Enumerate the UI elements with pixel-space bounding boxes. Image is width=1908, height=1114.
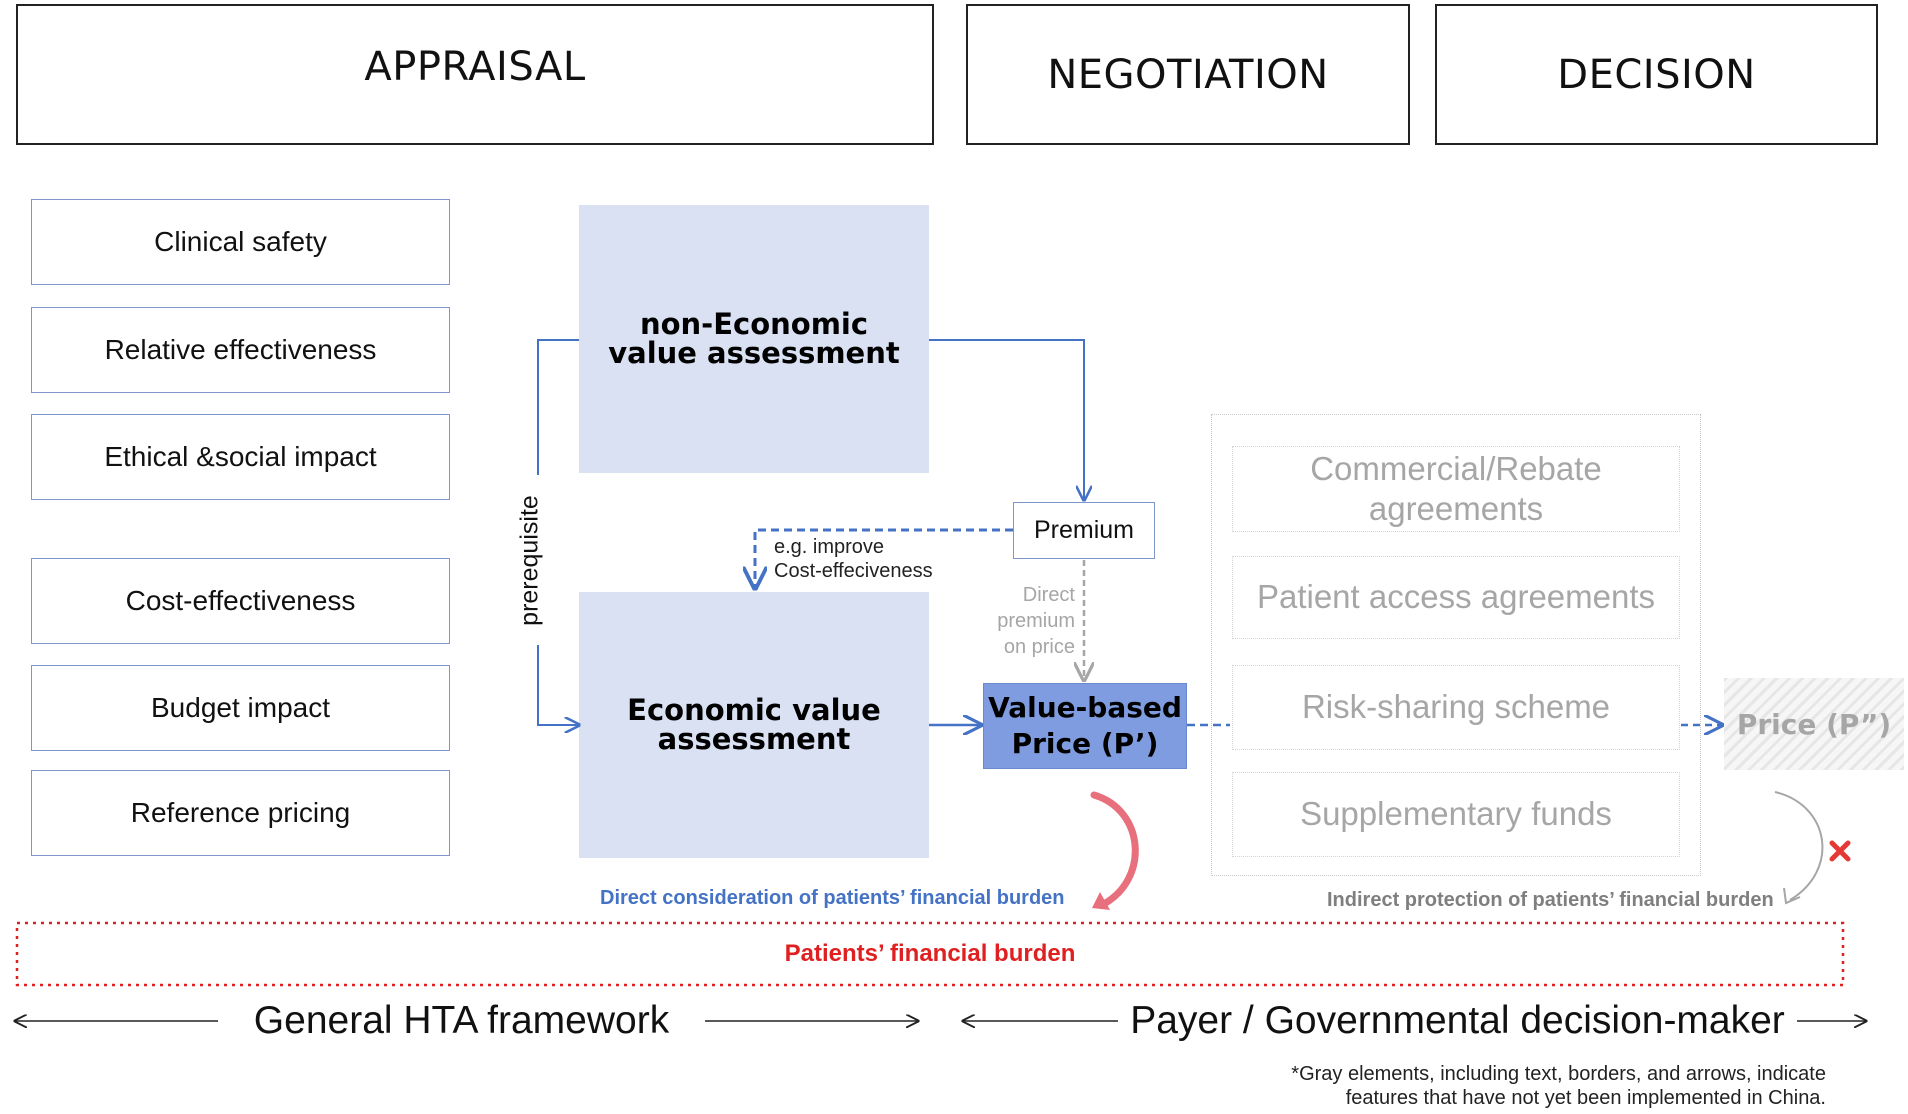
non-economic-value-assessment: non-Economic value assessment [579,205,929,473]
criterion-ethical-social-impact: Ethical &social impact [31,414,450,500]
improve-cost-effectiveness-label: e.g. improve Cost-effeciveness [774,536,933,583]
decision-header: DECISION [1435,4,1878,145]
criterion-reference-pricing: Reference pricing [31,770,450,856]
economic-value-assessment: Economic value assessment [579,592,929,858]
not-implemented-x-icon [1829,840,1851,862]
indirect-protection-arrowhead [1783,887,1801,905]
agreement-risk-sharing: Risk-sharing scheme [1232,665,1680,750]
criterion-budget-impact: Budget impact [31,665,450,751]
financial-burden-label: Patients’ financial burden [784,940,1076,967]
agreement-commercial-rebate: Commercial/Rebate agreements [1232,446,1680,532]
prerequisite-connector-bottom [537,645,579,725]
agreements-container [1211,414,1701,876]
direct-consideration-arrowhead [1092,892,1110,910]
payer-label: Payer / Governmental decision-maker [1118,993,1797,1049]
appraisal-header: APPRAISAL [16,4,934,145]
value-based-price-box: Value-based Price (P’) [983,683,1187,769]
agreement-supplementary-funds: Supplementary funds [1232,772,1680,857]
footnote: *Gray elements, including text, borders,… [1291,1063,1826,1109]
criterion-clinical-safety: Clinical safety [31,199,450,285]
premium-to-economic-arrow [755,528,1013,588]
criterion-relative-effectiveness: Relative effectiveness [31,307,450,393]
hta-framework-label: General HTA framework [218,993,705,1049]
negotiation-header: NEGOTIATION [966,4,1410,145]
agreement-patient-access: Patient access agreements [1232,556,1680,639]
direct-premium-label: Direct premium on price [997,584,1075,658]
non-economic-to-premium-arrow [929,339,1084,500]
indirect-protection-label: Indirect protection of patients’ financi… [1327,889,1774,911]
final-price-box: Price (P”) [1724,678,1904,770]
prerequisite-label: prerequisite [515,480,545,641]
prerequisite-connector-top [537,339,579,475]
appraisal-title: APPRAISAL [364,43,586,90]
negotiation-title: NEGOTIATION [1047,51,1329,98]
indirect-protection-curve [1774,791,1824,901]
financial-burden-box [15,921,1845,987]
direct-consideration-label: Direct consideration of patients’ financ… [600,887,1065,909]
criterion-cost-effectiveness: Cost-effectiveness [31,558,450,644]
decision-title: DECISION [1557,51,1756,98]
direct-consideration-curve [1090,791,1139,909]
premium-box: Premium [1013,502,1155,559]
